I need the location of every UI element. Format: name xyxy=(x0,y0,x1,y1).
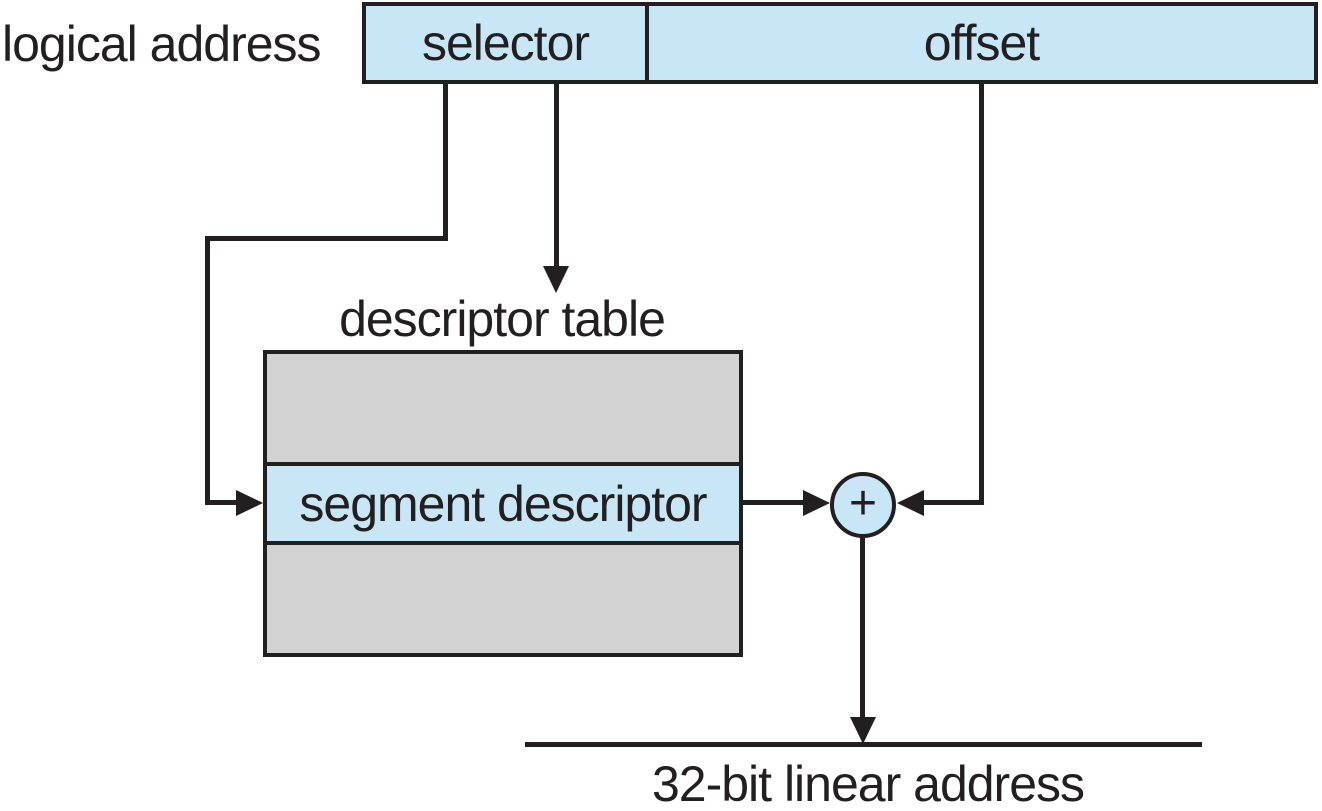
plus-icon: + xyxy=(848,476,878,530)
selector-cell: selector xyxy=(366,6,649,80)
adder-circle: + xyxy=(830,472,896,538)
selector-elbow-horizontal-line xyxy=(205,236,448,241)
arrowhead-to-descriptor-table-icon xyxy=(543,266,569,293)
selector-drop-line xyxy=(443,84,448,241)
offset-cell: offset xyxy=(649,6,1314,80)
offset-label: offset xyxy=(923,15,1040,71)
selector-label: selector xyxy=(421,15,590,71)
logical-address-label: logical address xyxy=(2,16,322,72)
adder-output-line xyxy=(860,536,865,719)
descriptor-to-adder-line xyxy=(743,500,806,505)
linear-address-label: 32-bit linear address xyxy=(651,756,1085,811)
segment-descriptor-label: segment descriptor xyxy=(299,475,707,532)
arrowhead-into-adder-right-icon xyxy=(897,490,924,516)
logical-address-box: selector offset xyxy=(362,2,1318,84)
linear-address-rule xyxy=(525,742,1202,747)
descriptor-table-label: descriptor table xyxy=(339,291,666,347)
descriptor-table-row-bottom xyxy=(267,545,739,653)
arrowhead-into-adder-left-icon xyxy=(803,490,830,516)
offset-to-adder-line xyxy=(920,500,984,505)
arrowhead-into-segment-descriptor-icon xyxy=(236,490,263,516)
selector-to-descriptor-table-line xyxy=(554,84,559,268)
arrowhead-to-linear-address-icon xyxy=(850,717,876,744)
selector-elbow-vertical-line xyxy=(205,236,210,505)
descriptor-table: segment descriptor xyxy=(263,350,743,657)
segment-descriptor-row: segment descriptor xyxy=(267,462,739,545)
selector-to-table-line xyxy=(205,500,239,505)
descriptor-table-row-top xyxy=(267,354,739,462)
offset-drop-line xyxy=(979,84,984,505)
